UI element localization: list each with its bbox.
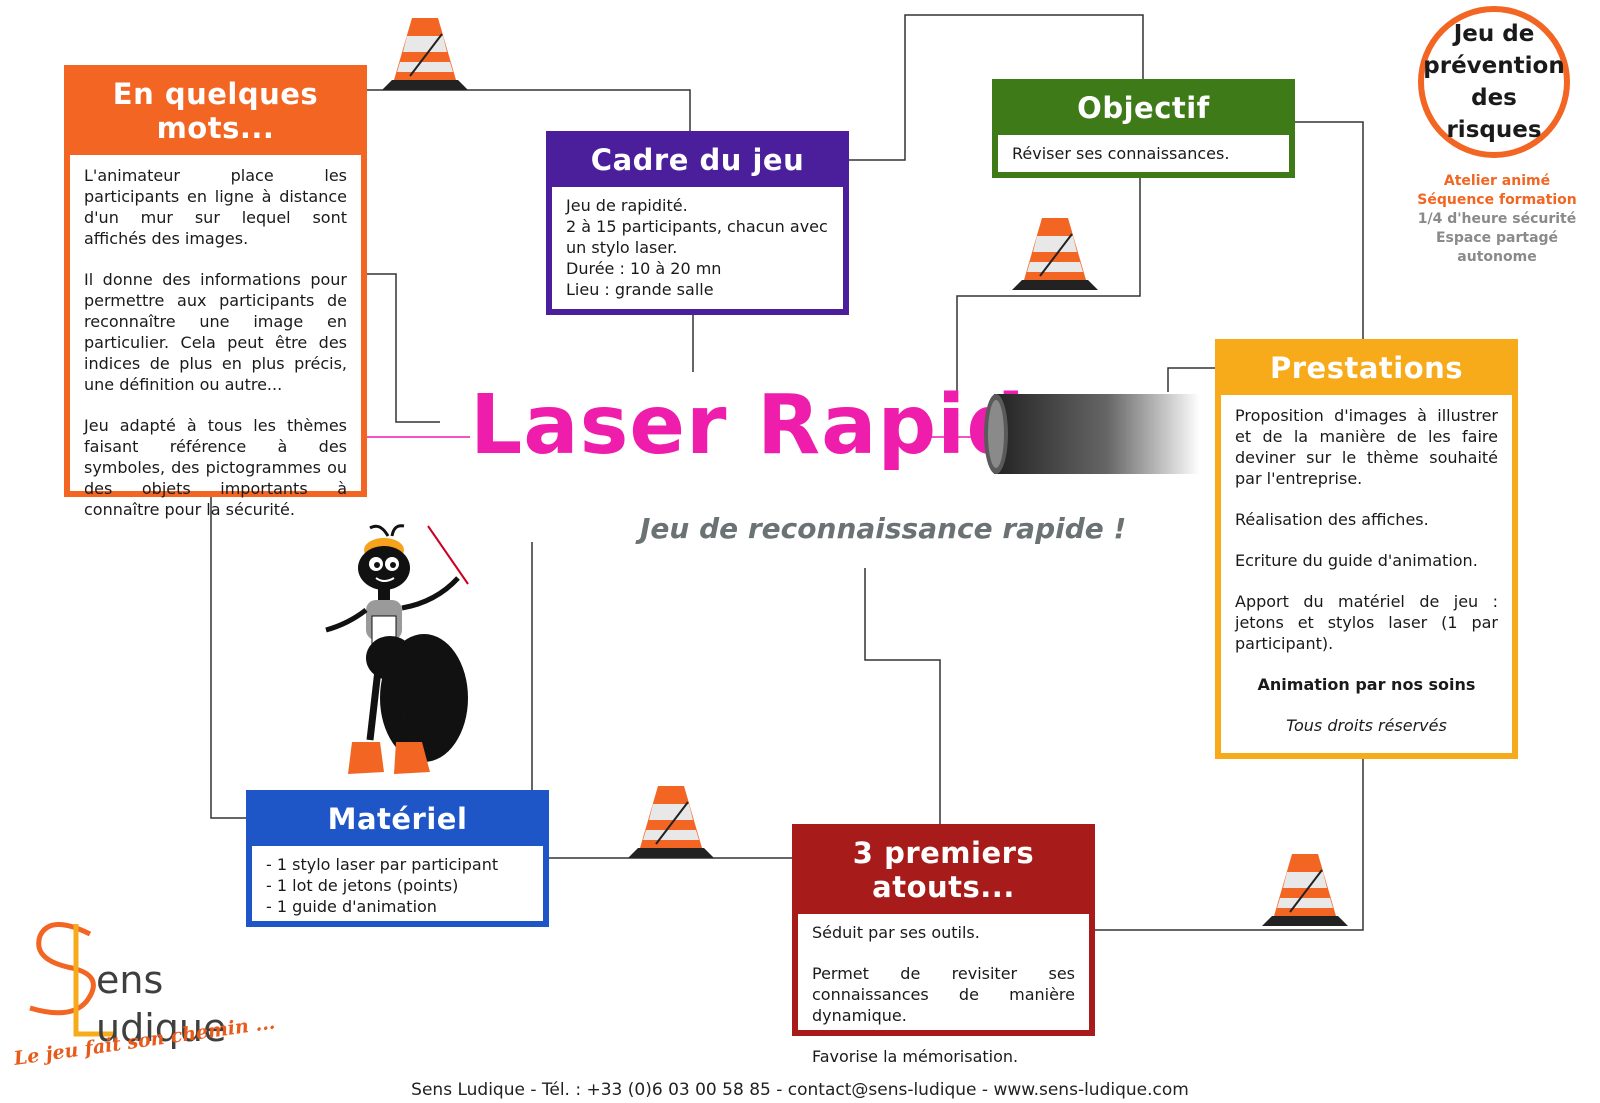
box-atouts: 3 premiers atouts... Séduit par ses outi… bbox=[792, 824, 1095, 1066]
box-materiel: Matériel - 1 stylo laser par participant… bbox=[246, 790, 549, 927]
cadre-line: Jeu de rapidité. bbox=[566, 196, 688, 215]
paragraph: L'animateur place les participants en li… bbox=[84, 166, 347, 248]
box-title: 3 premiers atouts... bbox=[798, 830, 1089, 914]
box-title: Objectif bbox=[998, 85, 1289, 135]
cadre-line: Lieu : grande salle bbox=[566, 280, 714, 299]
paragraph: Il donne des informations pour permettre… bbox=[84, 270, 347, 394]
traffic-cone-icon bbox=[628, 786, 714, 858]
materiel-line: - 1 lot de jetons (points) bbox=[266, 876, 459, 895]
paragraph: Apport du matériel de jeu : jetons et st… bbox=[1235, 592, 1498, 653]
sens-ludique-logo-icon bbox=[29, 922, 114, 1037]
laser-pointer-icon bbox=[984, 394, 1200, 474]
ant-mascot-icon bbox=[325, 524, 469, 774]
logo-line: ens bbox=[96, 958, 164, 1002]
materiel-line: - 1 guide d'animation bbox=[266, 897, 437, 916]
footer-contact: Sens Ludique - Tél. : +33 (0)6 03 00 58 … bbox=[411, 1080, 1189, 1100]
paragraph: Proposition d'images à illustrer et de l… bbox=[1235, 406, 1498, 488]
box-title: Prestations bbox=[1221, 345, 1512, 395]
objectif-text: Réviser ses connaissances. bbox=[1012, 144, 1230, 163]
traffic-cone-icon bbox=[1262, 854, 1348, 926]
page-title: Laser Rapido bbox=[470, 378, 1084, 473]
badge-info-line: Espace partagé autonome bbox=[1435, 230, 1559, 265]
badge-line: des bbox=[1471, 85, 1517, 111]
materiel-line: - 1 stylo laser par participant bbox=[266, 855, 499, 874]
badge-prevention: Jeu de prévention des risques bbox=[1418, 6, 1570, 158]
badge-info-line: Séquence formation bbox=[1417, 192, 1577, 208]
logo-text: ens udique bbox=[96, 956, 226, 1052]
paragraph: Séduit par ses outils. bbox=[812, 923, 980, 942]
box-title: Cadre du jeu bbox=[552, 137, 843, 187]
badge-line: risques bbox=[1446, 117, 1542, 143]
traffic-cone-icon bbox=[382, 18, 468, 90]
page-subtitle: Jeu de reconnaissance rapide ! bbox=[640, 512, 1127, 545]
rights-line: Tous droits réservés bbox=[1286, 716, 1447, 735]
traffic-cone-icon bbox=[1012, 218, 1098, 290]
box-cadre-du-jeu: Cadre du jeu Jeu de rapidité. 2 à 15 par… bbox=[546, 131, 849, 315]
cadre-line: 2 à 15 participants, chacun avec un styl… bbox=[566, 217, 828, 257]
box-en-quelques-mots: En quelques mots... L'animateur place le… bbox=[64, 65, 367, 519]
badge-info-line: Atelier animé bbox=[1443, 173, 1551, 189]
badge-info-line: 1/4 d'heure sécurité bbox=[1417, 211, 1577, 227]
logo-line: udique bbox=[96, 1006, 227, 1050]
paragraph: Jeu adapté à tous les thèmes faisant réf… bbox=[84, 416, 347, 519]
paragraph: Favorise la mémorisation. bbox=[812, 1047, 1019, 1066]
paragraph: Ecriture du guide d'animation. bbox=[1235, 551, 1478, 570]
strong-line: Animation par nos soins bbox=[1257, 675, 1476, 694]
paragraph: Permet de revisiter ses connaissances de… bbox=[812, 964, 1075, 1025]
badge-info: Atelier animé Séquence formation 1/4 d'h… bbox=[1394, 172, 1600, 267]
box-title: En quelques mots... bbox=[70, 71, 361, 155]
badge-line: Jeu de bbox=[1453, 21, 1535, 47]
paragraph: Réalisation des affiches. bbox=[1235, 510, 1429, 529]
box-title: Matériel bbox=[252, 796, 543, 846]
badge-line: prévention bbox=[1423, 53, 1565, 79]
box-prestations: Prestations Proposition d'images à illus… bbox=[1215, 339, 1518, 759]
box-objectif: Objectif Réviser ses connaissances. bbox=[992, 79, 1295, 178]
cadre-line: Durée : 10 à 20 mn bbox=[566, 259, 722, 278]
